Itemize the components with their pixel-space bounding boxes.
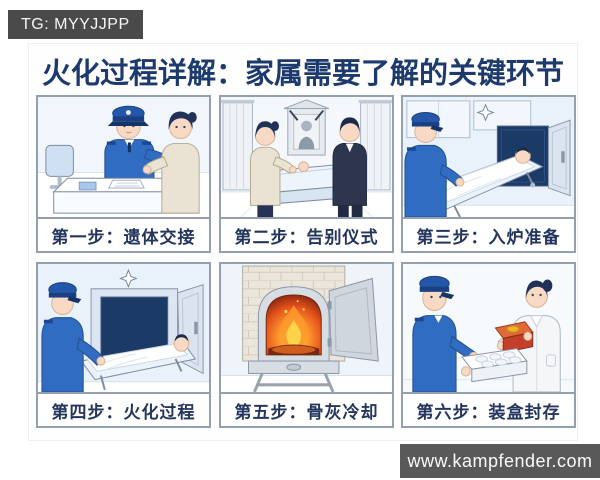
ash-cooling-illustration [221,264,392,392]
telegram-badge-label: TG: MYYJJPP [21,15,130,33]
step-caption-2: 第二步：告别仪式 [221,217,392,251]
telegram-badge: TG: MYYJJPP [8,10,143,39]
step-panel-4: 第四步：火化过程 [36,262,211,428]
step-caption-4: 第四步：火化过程 [38,392,209,426]
poster-card: 火化过程详解：家属需要了解的关键环节 [29,44,577,440]
step-panel-3: 第三步：入炉准备 [401,95,576,253]
step-panel-5: 第五步：骨灰冷却 [219,262,394,428]
poster-title: 火化过程详解：家属需要了解的关键环节 [41,58,564,90]
watermark-bar: www.kampfender.com [400,444,600,478]
urn-boxing-sealing-illustration [403,264,574,392]
step-caption-3: 第三步：入炉准备 [403,217,574,251]
step-caption-1: 第一步：遗体交接 [38,217,209,251]
furnace-preparation-illustration [403,97,574,217]
step-panel-2: 第二步：告别仪式 [219,95,394,253]
body-handover-illustration [38,97,209,217]
farewell-ceremony-illustration [221,97,392,217]
watermark-label: www.kampfender.com [407,450,593,471]
step-caption-6: 第六步：装盒封存 [403,392,574,426]
step-panel-1: 第一步：遗体交接 [36,95,211,253]
step-caption-5: 第五步：骨灰冷却 [221,392,392,426]
step-panel-6: 第六步：装盒封存 [401,262,576,428]
cremation-process-illustration [38,264,209,392]
